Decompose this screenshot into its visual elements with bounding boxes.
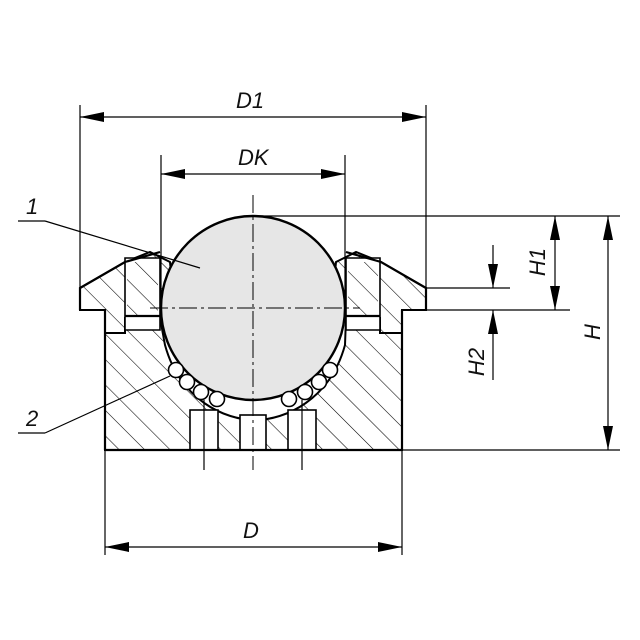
support-ball [280, 390, 298, 408]
cap-right-insert-hatch [348, 262, 378, 316]
dimension-d: D [104, 450, 403, 555]
label-part-1: 1 [26, 194, 38, 219]
support-ball [321, 361, 339, 379]
dimension-h1: H1 [426, 216, 570, 311]
label-h1: H1 [525, 248, 550, 276]
label-part-2: 2 [25, 406, 38, 431]
dimension-h: H [253, 215, 620, 451]
support-ball [167, 361, 185, 379]
label-dk: DK [238, 145, 270, 170]
label-d: D [243, 518, 259, 543]
label-d1: D1 [236, 88, 264, 113]
label-h2: H2 [464, 348, 489, 376]
support-ball [208, 390, 226, 408]
support-ball [310, 373, 328, 391]
leader-part-1: 1 [18, 194, 201, 269]
label-h: H [580, 324, 605, 340]
dimension-d1: D1 [79, 88, 427, 288]
support-ball [178, 373, 196, 391]
cap-left-insert-hatch [127, 262, 158, 316]
support-balls [167, 361, 339, 408]
dimension-dk: DK [160, 145, 346, 300]
support-ball [296, 383, 314, 401]
dimension-h2: H2 [426, 245, 510, 380]
leader-part-2: 2 [18, 375, 171, 434]
support-ball [192, 383, 210, 401]
